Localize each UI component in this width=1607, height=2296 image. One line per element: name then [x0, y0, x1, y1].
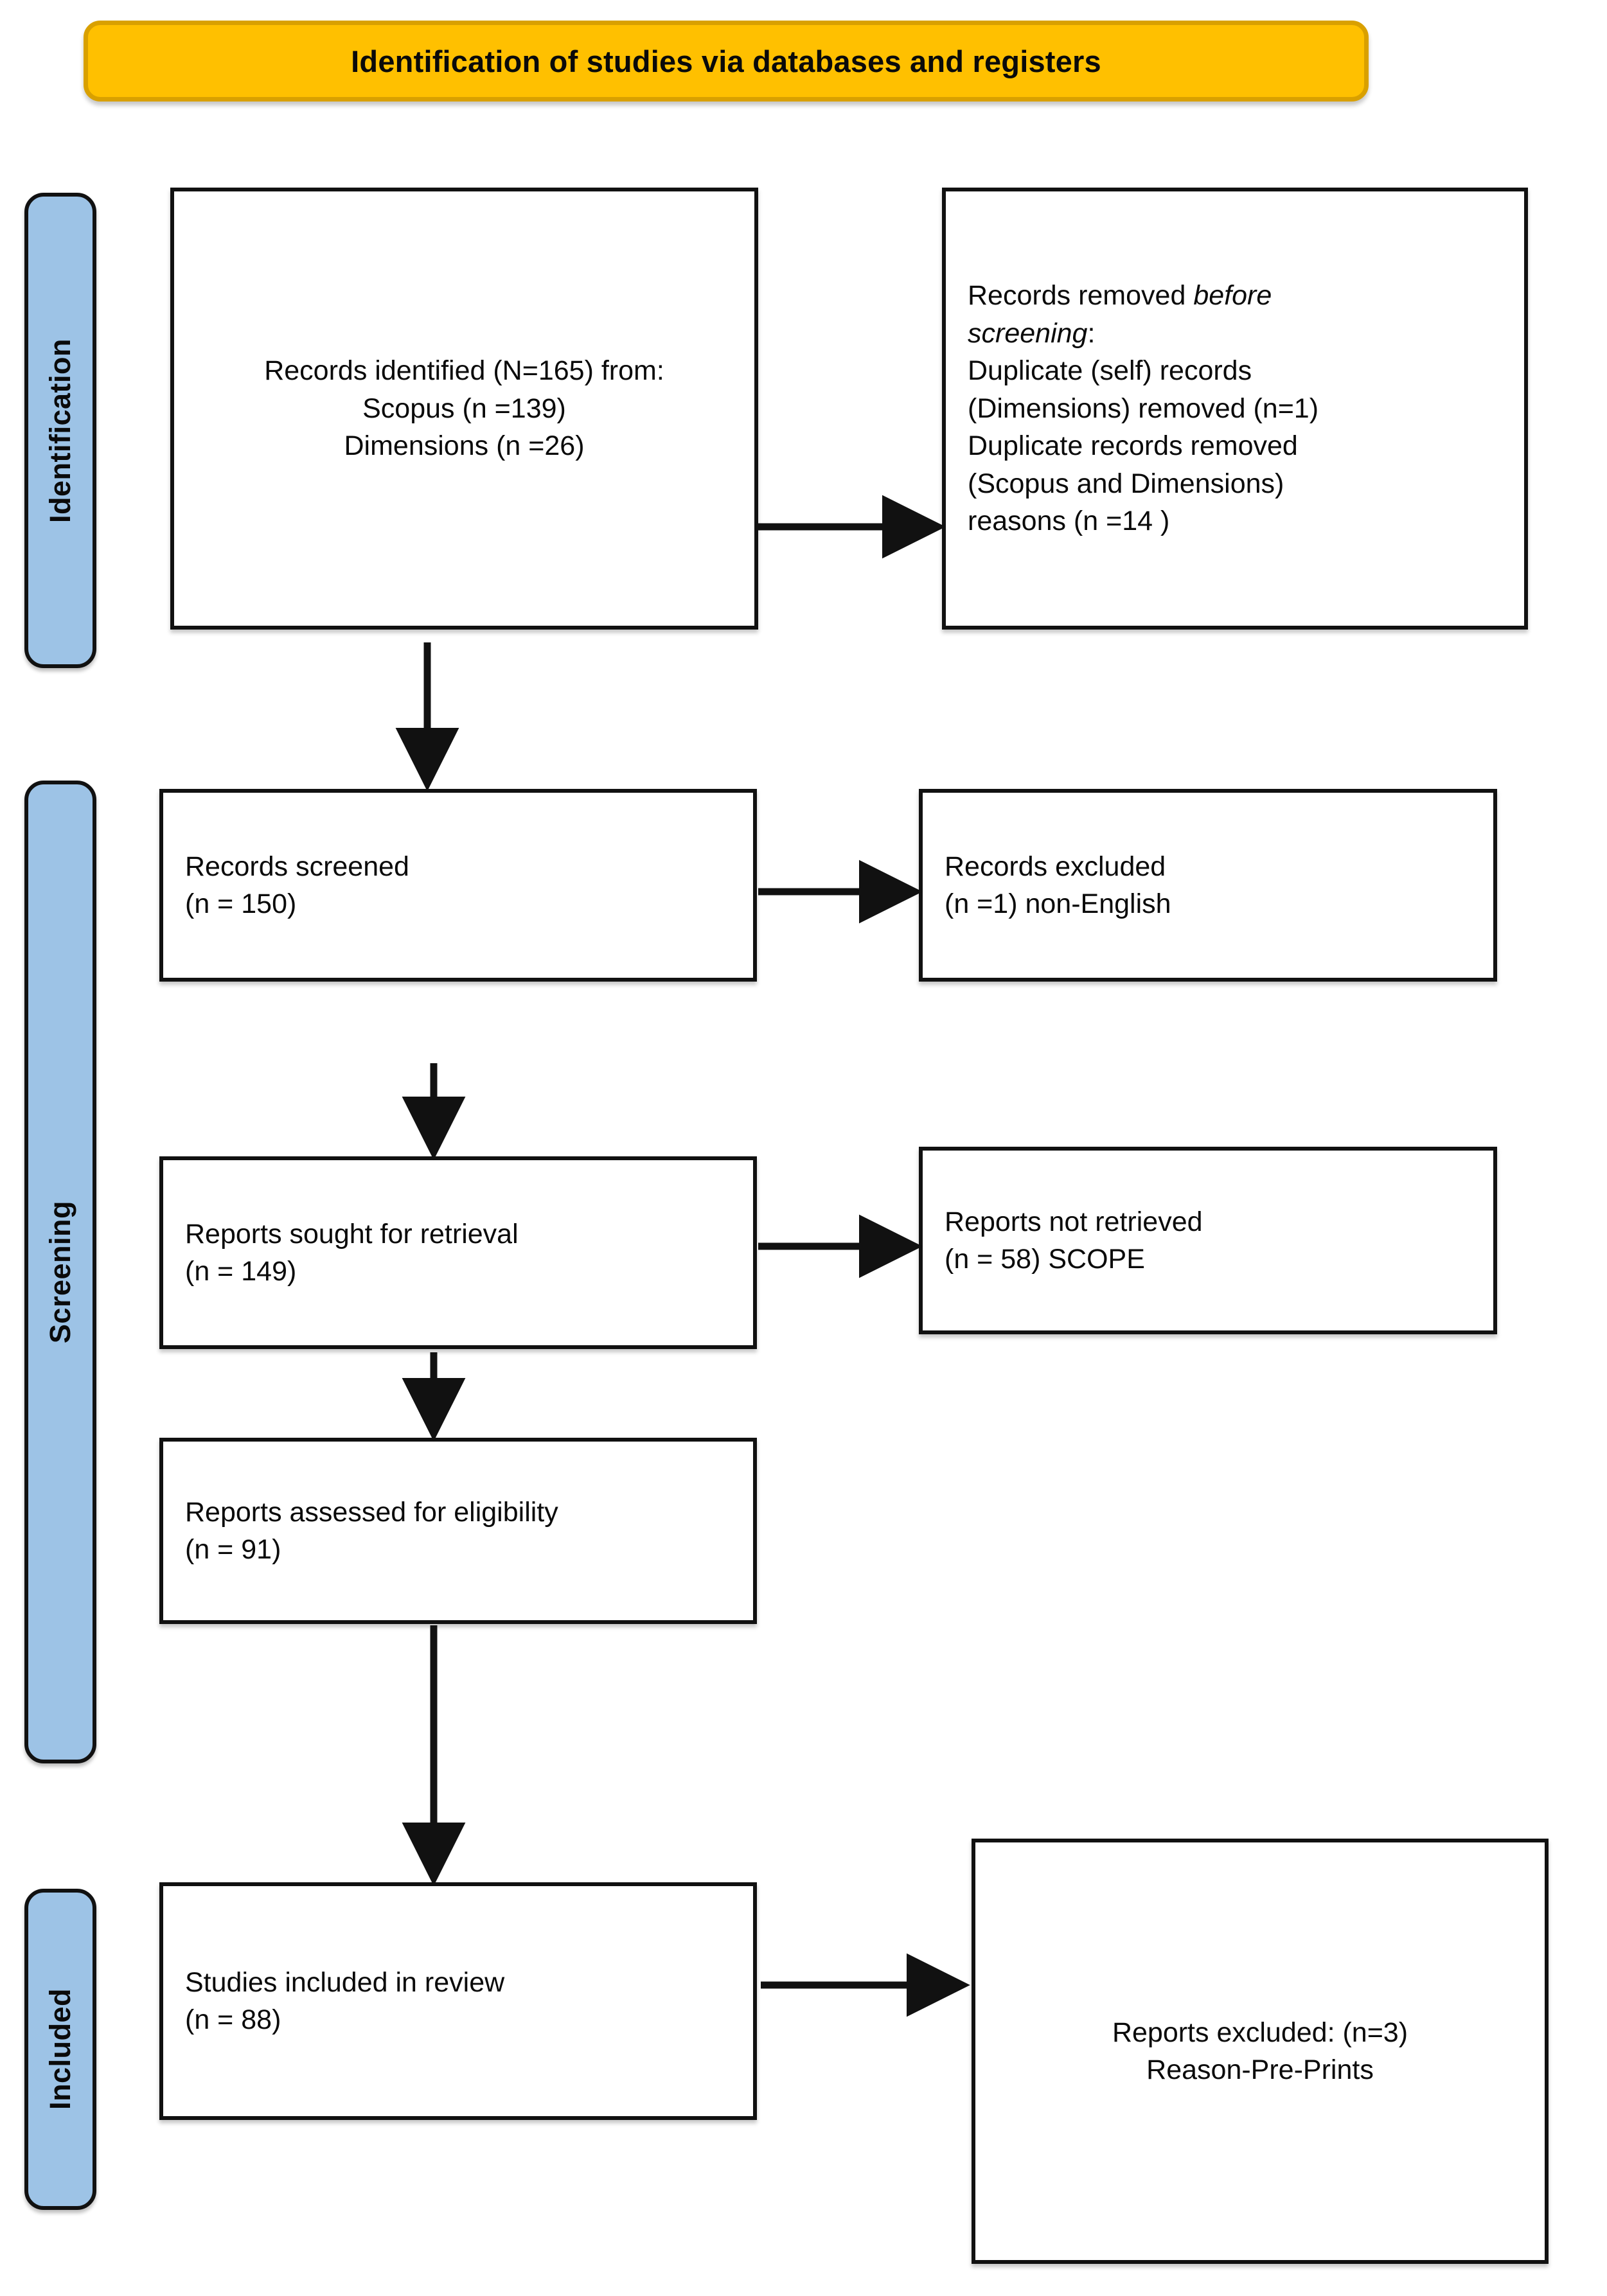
box-records-removed-line2-italic: screening: [968, 317, 1088, 349]
box-reports-excluded-final-text: Reports excluded: (n=3) Reason-Pre-Print…: [1112, 2017, 1408, 2085]
stage-label-identification: Identification: [24, 193, 96, 668]
stage-label-screening: Screening: [24, 781, 96, 1763]
box-records-removed-line1-plain: Records removed: [968, 280, 1194, 312]
stage-label-included: Included: [24, 1889, 96, 2210]
box-records-excluded-text: Records excluded (n =1) non-English: [945, 851, 1171, 919]
diagram-header-banner: Identification of studies via databases …: [84, 21, 1369, 102]
box-records-removed-rest: Duplicate (self) records (Dimensions) re…: [968, 355, 1319, 537]
box-records-removed-text: Records removed before screening: Duplicat…: [946, 277, 1524, 540]
box-reports-not-retrieved: Reports not retrieved (n = 58) SCOPE: [919, 1147, 1497, 1334]
box-records-identified: Records identified (N=165) from: Scopus …: [170, 188, 758, 630]
stage-label-identification-text: Identification: [44, 338, 76, 523]
box-studies-included-text: Studies included in review (n = 88): [185, 1966, 505, 2035]
stage-label-screening-text: Screening: [44, 1200, 76, 1344]
stage-label-included-text: Included: [44, 1988, 76, 2110]
box-reports-excluded-final: Reports excluded: (n=3) Reason-Pre-Print…: [972, 1839, 1549, 2264]
box-records-excluded: Records excluded (n =1) non-English: [919, 789, 1497, 982]
box-studies-included: Studies included in review (n = 88): [159, 1882, 757, 2120]
box-reports-sought: Reports sought for retrieval (n = 149): [159, 1156, 757, 1349]
page-title: Identification of studies via databases …: [351, 44, 1101, 78]
box-records-identified-text: Records identified (N=165) from: Scopus …: [264, 355, 664, 462]
box-reports-sought-text: Reports sought for retrieval (n = 149): [185, 1218, 519, 1287]
box-records-removed-line2-plain: :: [1087, 317, 1096, 349]
box-records-removed-line1-italic: before: [1193, 280, 1272, 312]
box-reports-not-retrieved-text: Reports not retrieved (n = 58) SCOPE: [945, 1206, 1203, 1275]
box-reports-assessed: Reports assessed for eligibility (n = 91…: [159, 1438, 757, 1624]
box-reports-assessed-text: Reports assessed for eligibility (n = 91…: [185, 1496, 558, 1565]
box-records-screened: Records screened (n = 150): [159, 789, 757, 982]
box-records-screened-text: Records screened (n = 150): [185, 851, 409, 919]
box-records-removed: Records removed before screening: Duplicat…: [942, 188, 1528, 630]
